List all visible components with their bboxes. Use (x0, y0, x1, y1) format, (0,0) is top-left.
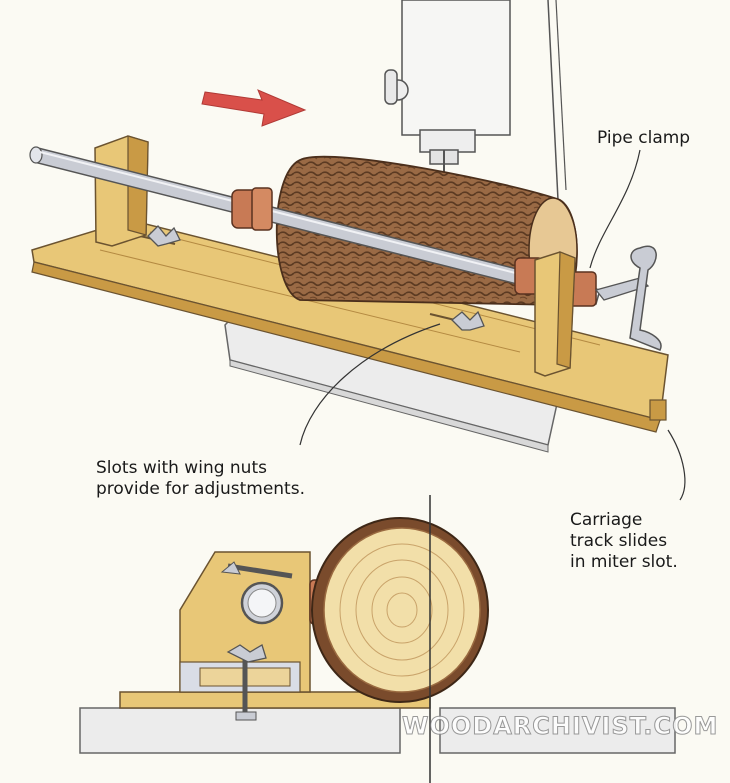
pipe-clamp-handle (594, 245, 662, 351)
watermark: WOODARCHIVIST.COM (401, 712, 719, 741)
pipe-clamp-label: Pipe clamp (597, 128, 691, 148)
clamp-pads (231, 187, 597, 307)
end-view (79, 495, 676, 783)
carriage-label: Carriage track slides in miter slot. (570, 510, 678, 572)
left-upright (94, 135, 149, 247)
right-upright (534, 251, 576, 377)
bandsaw-column (384, 0, 567, 201)
slots-label: Slots with wing nuts provide for adjustm… (96, 458, 305, 499)
direction-arrow-icon (201, 89, 307, 127)
carriage-base (31, 219, 669, 433)
wing-nut-icon (147, 225, 485, 331)
leader-lines (299, 149, 686, 501)
